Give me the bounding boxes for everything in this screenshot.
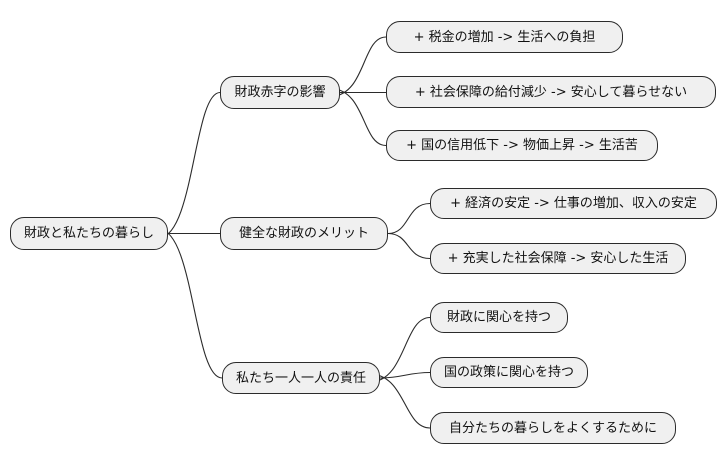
node-leaf-social-security-cut: + 社会保障の給付減少 -> 安心して暮らせない [386, 76, 716, 108]
node-leaf-label: + 充実した社会保障 -> 安心した生活 [447, 251, 669, 266]
node-leaf-interest-in-policy: 国の政策に関心を持つ [430, 357, 588, 388]
node-leaf-tax-increase: + 税金の増加 -> 生活への負担 [386, 21, 623, 53]
edge-branch3-to-leaf3 [371, 373, 431, 429]
edge-branch1-to-leaf1 [331, 36, 387, 98]
node-leaf-improve-our-lives: 自分たちの暮らしをよくするために [430, 412, 676, 444]
edge-branch2-to-leaf2 [387, 232, 431, 260]
node-root: 財政と私たちの暮らし [10, 217, 168, 250]
edge-branch1-to-leaf3 [331, 87, 387, 147]
node-branch-fiscal-deficit: 財政赤字の影響 [220, 76, 340, 109]
edge-root-to-branch3 [159, 228, 223, 379]
node-leaf-label: + 経済の安定 -> 仕事の増加、収入の安定 [450, 196, 697, 211]
node-leaf-credit-decline: + 国の信用低下 -> 物価上昇 -> 生活苦 [386, 130, 658, 161]
node-branch-label: 私たち一人一人の責任 [235, 370, 366, 386]
node-leaf-label: + 国の信用低下 -> 物価上昇 -> 生活苦 [406, 138, 638, 153]
node-leaf-label: 国の政策に関心を持つ [443, 365, 574, 380]
node-branch-sound-finance-merit: 健全な財政のメリット [220, 217, 388, 250]
node-root-label: 財政と私たちの暮らし [23, 226, 154, 241]
edge-branch3-to-leaf1 [371, 316, 431, 383]
node-leaf-label: + 税金の増加 -> 生活への負担 [413, 29, 596, 45]
node-leaf-label: 財政に関心を持つ [446, 310, 551, 325]
node-branch-label: 財政赤字の影響 [234, 85, 326, 100]
node-leaf-label: 自分たちの暮らしをよくするために [448, 420, 657, 436]
node-leaf-label: + 社会保障の給付減少 -> 安心して暮らせない [414, 84, 688, 100]
edge-root-to-branch1 [159, 91, 221, 239]
node-leaf-interest-in-finance: 財政に関心を持つ [430, 302, 568, 333]
node-branch-label: 健全な財政のメリット [238, 226, 369, 241]
node-branch-individual-responsibility: 私たち一人一人の責任 [222, 362, 380, 394]
node-leaf-full-social-security: + 充実した社会保障 -> 安心した生活 [430, 243, 686, 274]
node-leaf-economic-stability: + 経済の安定 -> 仕事の増加、収入の安定 [430, 188, 717, 219]
edge-branch2-to-leaf1 [387, 202, 431, 235]
